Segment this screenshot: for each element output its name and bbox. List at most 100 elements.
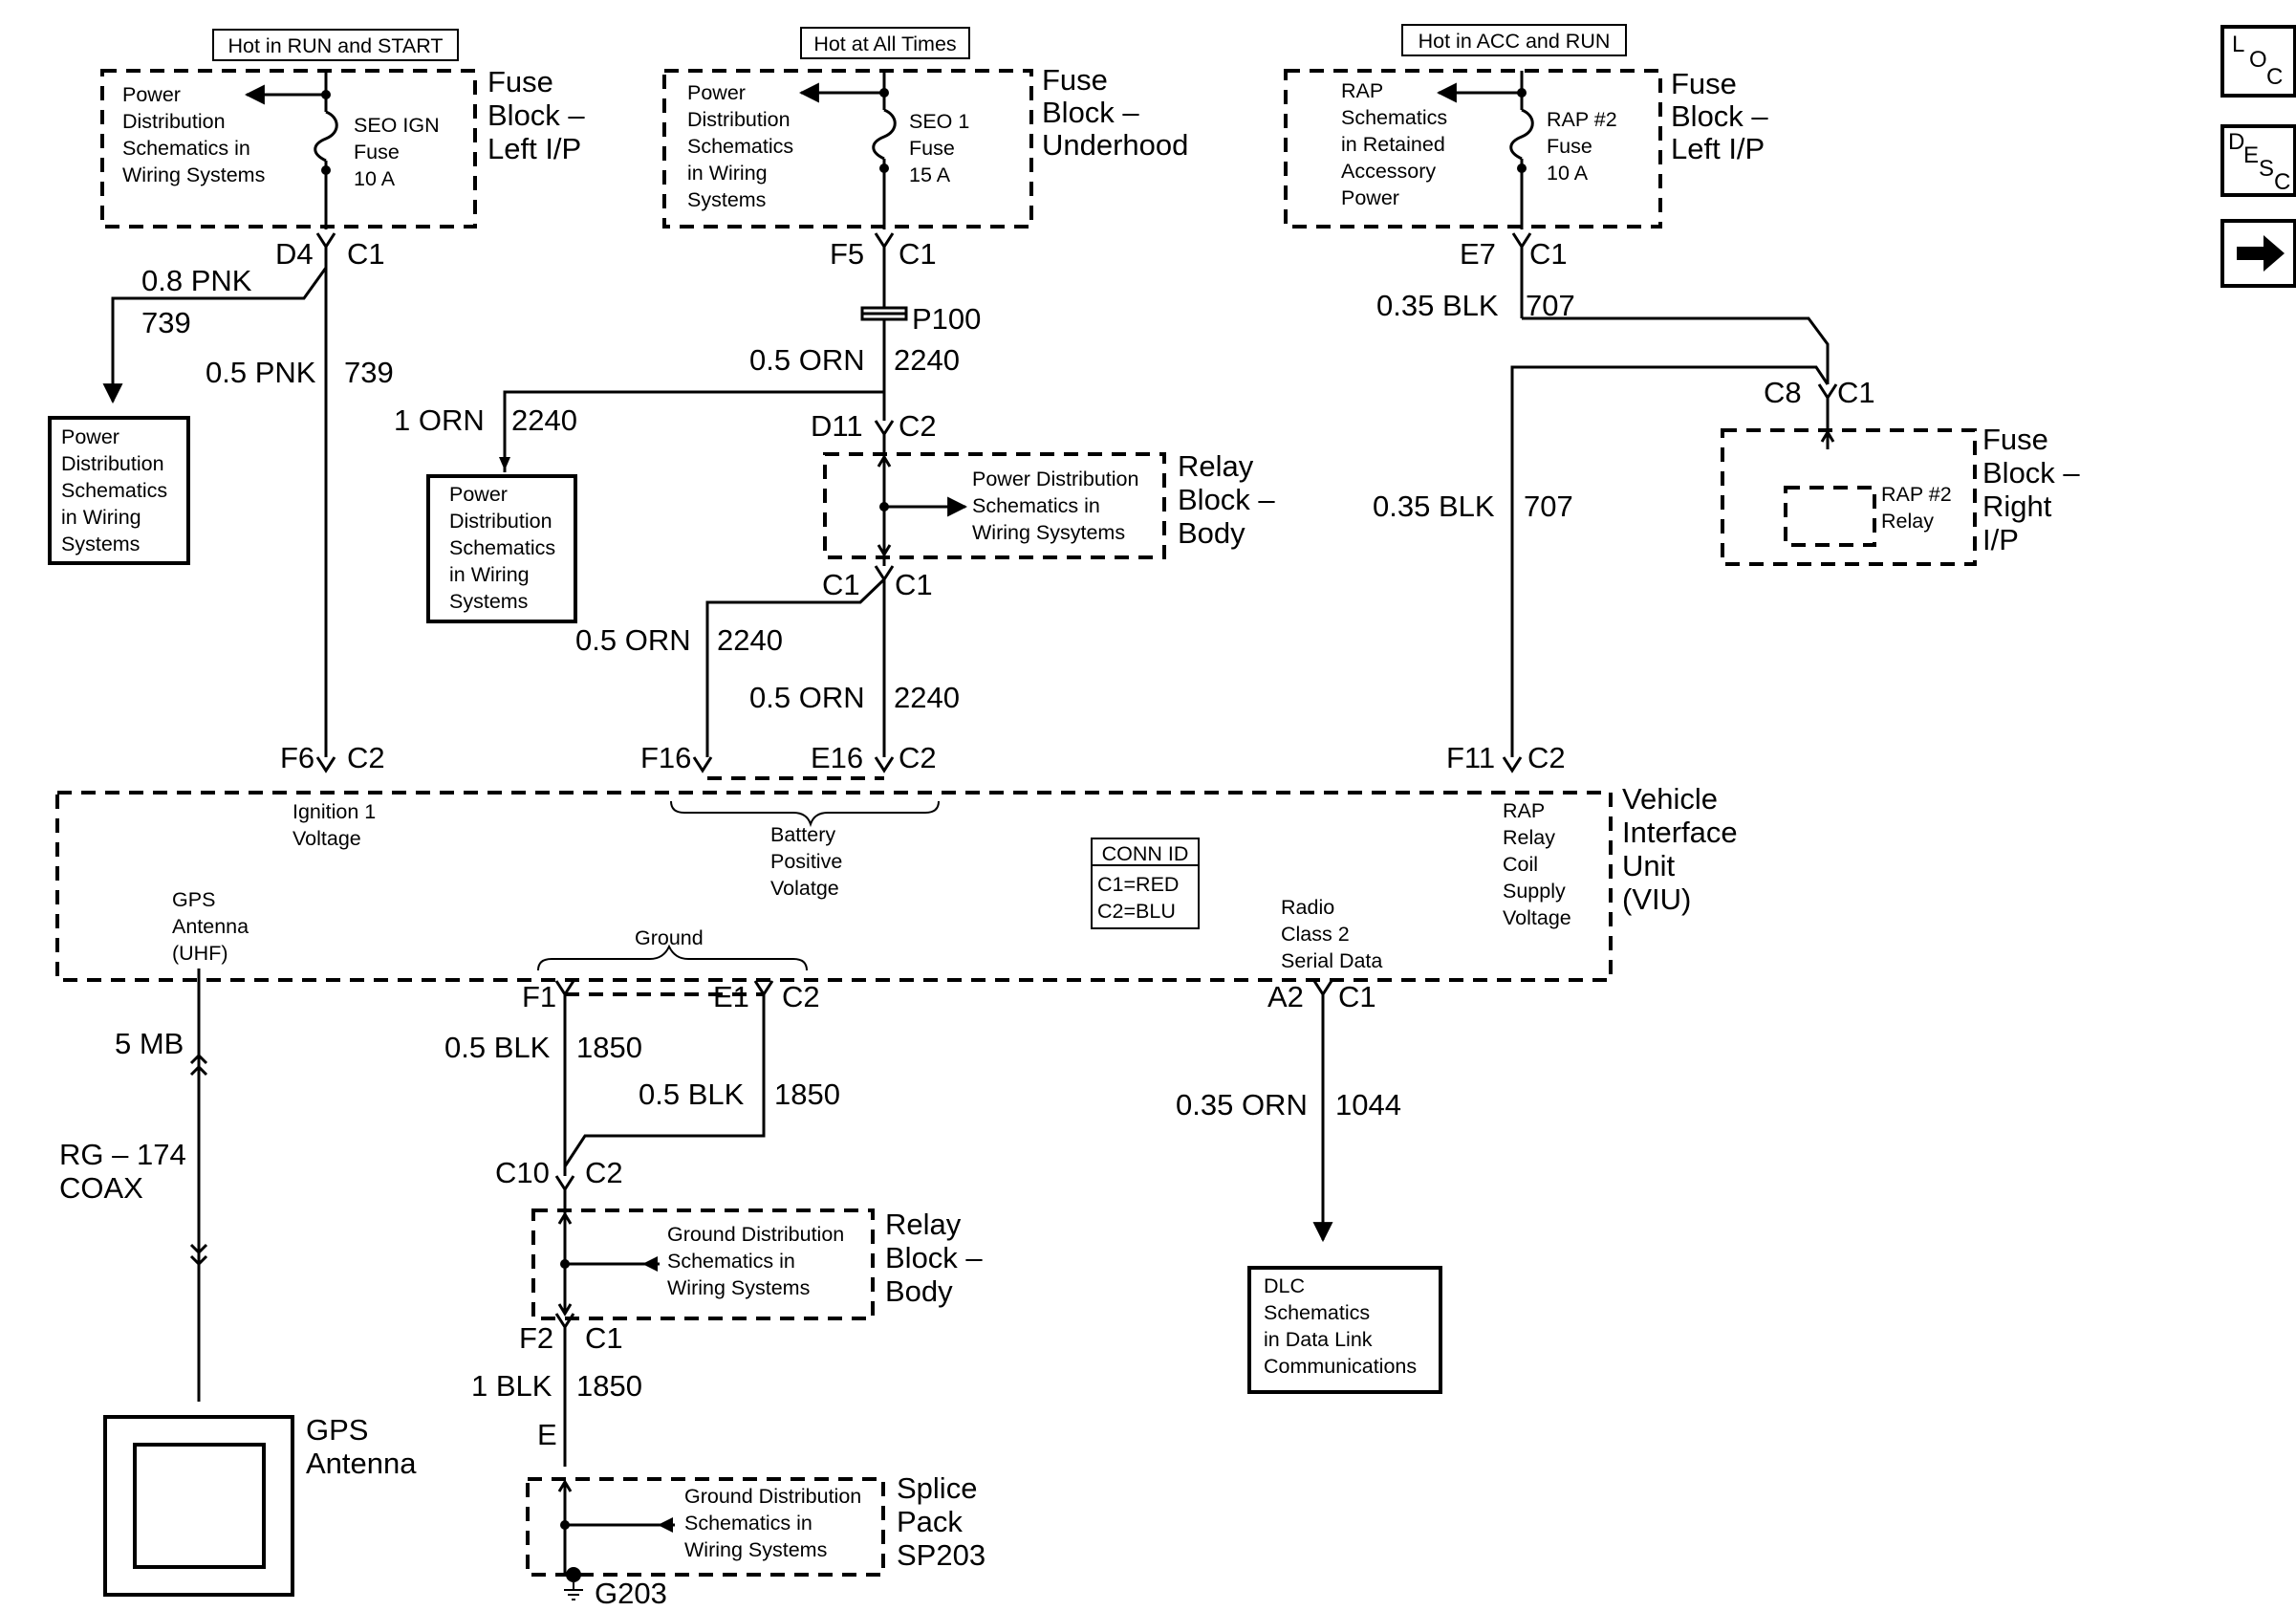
svg-text:2240: 2240 xyxy=(894,343,960,377)
svg-text:Power: Power xyxy=(122,83,181,106)
svg-text:COAX: COAX xyxy=(59,1171,143,1205)
dlc-schematics-ref: DLC Schematics in Data Link Communicatio… xyxy=(1247,1266,1442,1394)
svg-text:Hot in ACC and RUN: Hot in ACC and RUN xyxy=(1419,30,1611,53)
svg-text:Battery: Battery xyxy=(770,823,835,846)
svg-text:1850: 1850 xyxy=(774,1078,840,1111)
svg-text:Schematics: Schematics xyxy=(1341,106,1447,129)
svg-text:Systems: Systems xyxy=(449,590,528,613)
svg-text:Accessory: Accessory xyxy=(1341,160,1436,183)
wire-labels: 0.8 PNK 739 0.5 PNK 739 0.5 ORN 2240 1 O… xyxy=(59,264,1575,1403)
svg-text:Radio: Radio xyxy=(1281,896,1334,919)
svg-text:Schematics: Schematics xyxy=(687,135,793,158)
svg-text:F2: F2 xyxy=(519,1321,553,1355)
svg-text:F16: F16 xyxy=(640,741,691,774)
svg-text:Schematics: Schematics xyxy=(61,479,167,502)
svg-text:Wiring Systems: Wiring Systems xyxy=(122,163,265,186)
svg-text:C2: C2 xyxy=(585,1156,623,1189)
svg-text:O: O xyxy=(2249,47,2267,73)
svg-text:Relay: Relay xyxy=(1178,449,1254,483)
svg-text:L: L xyxy=(2232,32,2244,57)
power-distribution-ref-mid: Power Distribution Schematics in Wiring … xyxy=(426,457,577,623)
svg-text:I/P: I/P xyxy=(1982,523,2019,556)
svg-text:Antenna: Antenna xyxy=(306,1447,417,1480)
svg-text:Hot in RUN and START: Hot in RUN and START xyxy=(227,34,443,57)
svg-text:0.5 PNK: 0.5 PNK xyxy=(206,356,316,389)
svg-text:C1: C1 xyxy=(895,568,933,601)
svg-text:Systems: Systems xyxy=(61,533,140,555)
svg-text:0.5 BLK: 0.5 BLK xyxy=(639,1078,745,1111)
svg-text:Systems: Systems xyxy=(687,188,766,211)
fuse-block-right-ip: RAP #2 Relay Fuse Block – Right I/P xyxy=(1721,398,2080,566)
svg-text:RAP: RAP xyxy=(1503,799,1545,822)
svg-text:A2: A2 xyxy=(1267,980,1304,1013)
svg-text:0.5 BLK: 0.5 BLK xyxy=(444,1031,551,1064)
svg-text:10 A: 10 A xyxy=(1547,162,1589,185)
svg-text:SEO 1: SEO 1 xyxy=(909,110,969,133)
svg-text:E7: E7 xyxy=(1460,237,1496,271)
coax-connector-icon xyxy=(189,1053,208,1077)
vehicle-interface-unit: Ignition 1 Voltage Battery Positive Vola… xyxy=(55,776,1738,996)
svg-text:C1: C1 xyxy=(899,237,937,271)
svg-text:Block –: Block – xyxy=(487,98,585,132)
header-hot-acc-run: Hot in ACC and RUN xyxy=(1401,24,1627,56)
svg-text:Distribution: Distribution xyxy=(61,452,164,475)
svg-text:Left I/P: Left I/P xyxy=(487,132,581,165)
fuse-block-left-ip-rap: RAP Schematics in Retained Accessory Pow… xyxy=(1284,67,1768,229)
svg-text:Distribution: Distribution xyxy=(122,110,226,133)
svg-text:5 MB: 5 MB xyxy=(115,1027,184,1060)
svg-text:Voltage: Voltage xyxy=(292,827,361,850)
svg-text:Block –: Block – xyxy=(1178,483,1275,516)
svg-text:Schematics in: Schematics in xyxy=(684,1512,812,1535)
svg-text:Fuse: Fuse xyxy=(487,65,553,98)
svg-text:0.5 ORN: 0.5 ORN xyxy=(575,623,691,657)
description-button[interactable]: D E S C xyxy=(2220,124,2296,197)
svg-text:C1=RED: C1=RED xyxy=(1097,873,1179,896)
svg-text:in Data Link: in Data Link xyxy=(1264,1328,1373,1351)
svg-text:10 A: 10 A xyxy=(354,167,396,190)
fuse-icon xyxy=(1509,108,1534,161)
relay-block-body-top: Power Distribution Schematics in Wiring … xyxy=(823,434,1275,566)
svg-text:GPS: GPS xyxy=(306,1413,368,1447)
svg-text:SP203: SP203 xyxy=(897,1538,986,1572)
svg-text:Wiring Sysytems: Wiring Sysytems xyxy=(972,521,1125,544)
svg-text:Relay: Relay xyxy=(885,1208,962,1241)
svg-text:Voltage: Voltage xyxy=(1503,906,1571,929)
coax-connector-icon xyxy=(189,1243,208,1267)
svg-text:Fuse: Fuse xyxy=(1547,135,1592,158)
svg-text:0.5 ORN: 0.5 ORN xyxy=(749,681,865,714)
svg-text:1 ORN: 1 ORN xyxy=(394,403,485,437)
svg-text:Schematics: Schematics xyxy=(1264,1301,1370,1324)
svg-text:C8: C8 xyxy=(1764,376,1802,409)
svg-text:Ignition 1: Ignition 1 xyxy=(292,800,376,823)
svg-text:F1: F1 xyxy=(522,980,556,1013)
next-arrow-button[interactable] xyxy=(2220,219,2296,288)
svg-text:Vehicle: Vehicle xyxy=(1622,782,1718,816)
svg-text:1044: 1044 xyxy=(1335,1088,1401,1121)
svg-text:Relay: Relay xyxy=(1503,826,1555,849)
svg-text:RAP #2: RAP #2 xyxy=(1881,483,1952,506)
svg-text:in Wiring: in Wiring xyxy=(687,162,768,185)
svg-text:C1: C1 xyxy=(585,1321,623,1355)
svg-text:1 BLK: 1 BLK xyxy=(471,1369,552,1403)
brace-battery xyxy=(670,800,940,828)
svg-text:Block –: Block – xyxy=(1042,96,1139,129)
svg-text:Positive: Positive xyxy=(770,850,842,873)
svg-text:0.35 BLK: 0.35 BLK xyxy=(1376,289,1499,322)
svg-text:Volatge: Volatge xyxy=(770,877,839,900)
pin-labels: D4 C1 F5 C1 E7 C1 D11 C2 C1 C1 C8 C1 F6 … xyxy=(275,237,1875,1451)
svg-text:C2: C2 xyxy=(1527,741,1566,774)
svg-text:Hot at All Times: Hot at All Times xyxy=(813,33,956,55)
svg-text:Ground Distribution: Ground Distribution xyxy=(684,1485,861,1508)
svg-text:Power: Power xyxy=(687,81,746,104)
svg-text:Wiring Systems: Wiring Systems xyxy=(667,1276,810,1299)
svg-text:C2: C2 xyxy=(899,409,937,443)
svg-text:Block –: Block – xyxy=(1671,99,1768,133)
fuse-block-left-ip: Power Distribution Schematics in Wiring … xyxy=(100,65,585,229)
svg-text:D: D xyxy=(2228,129,2244,155)
svg-text:Underhood: Underhood xyxy=(1042,128,1188,162)
svg-text:C1: C1 xyxy=(347,237,385,271)
svg-text:2240: 2240 xyxy=(717,623,783,657)
svg-text:C1: C1 xyxy=(1529,237,1568,271)
location-button[interactable]: L O C xyxy=(2220,25,2296,98)
